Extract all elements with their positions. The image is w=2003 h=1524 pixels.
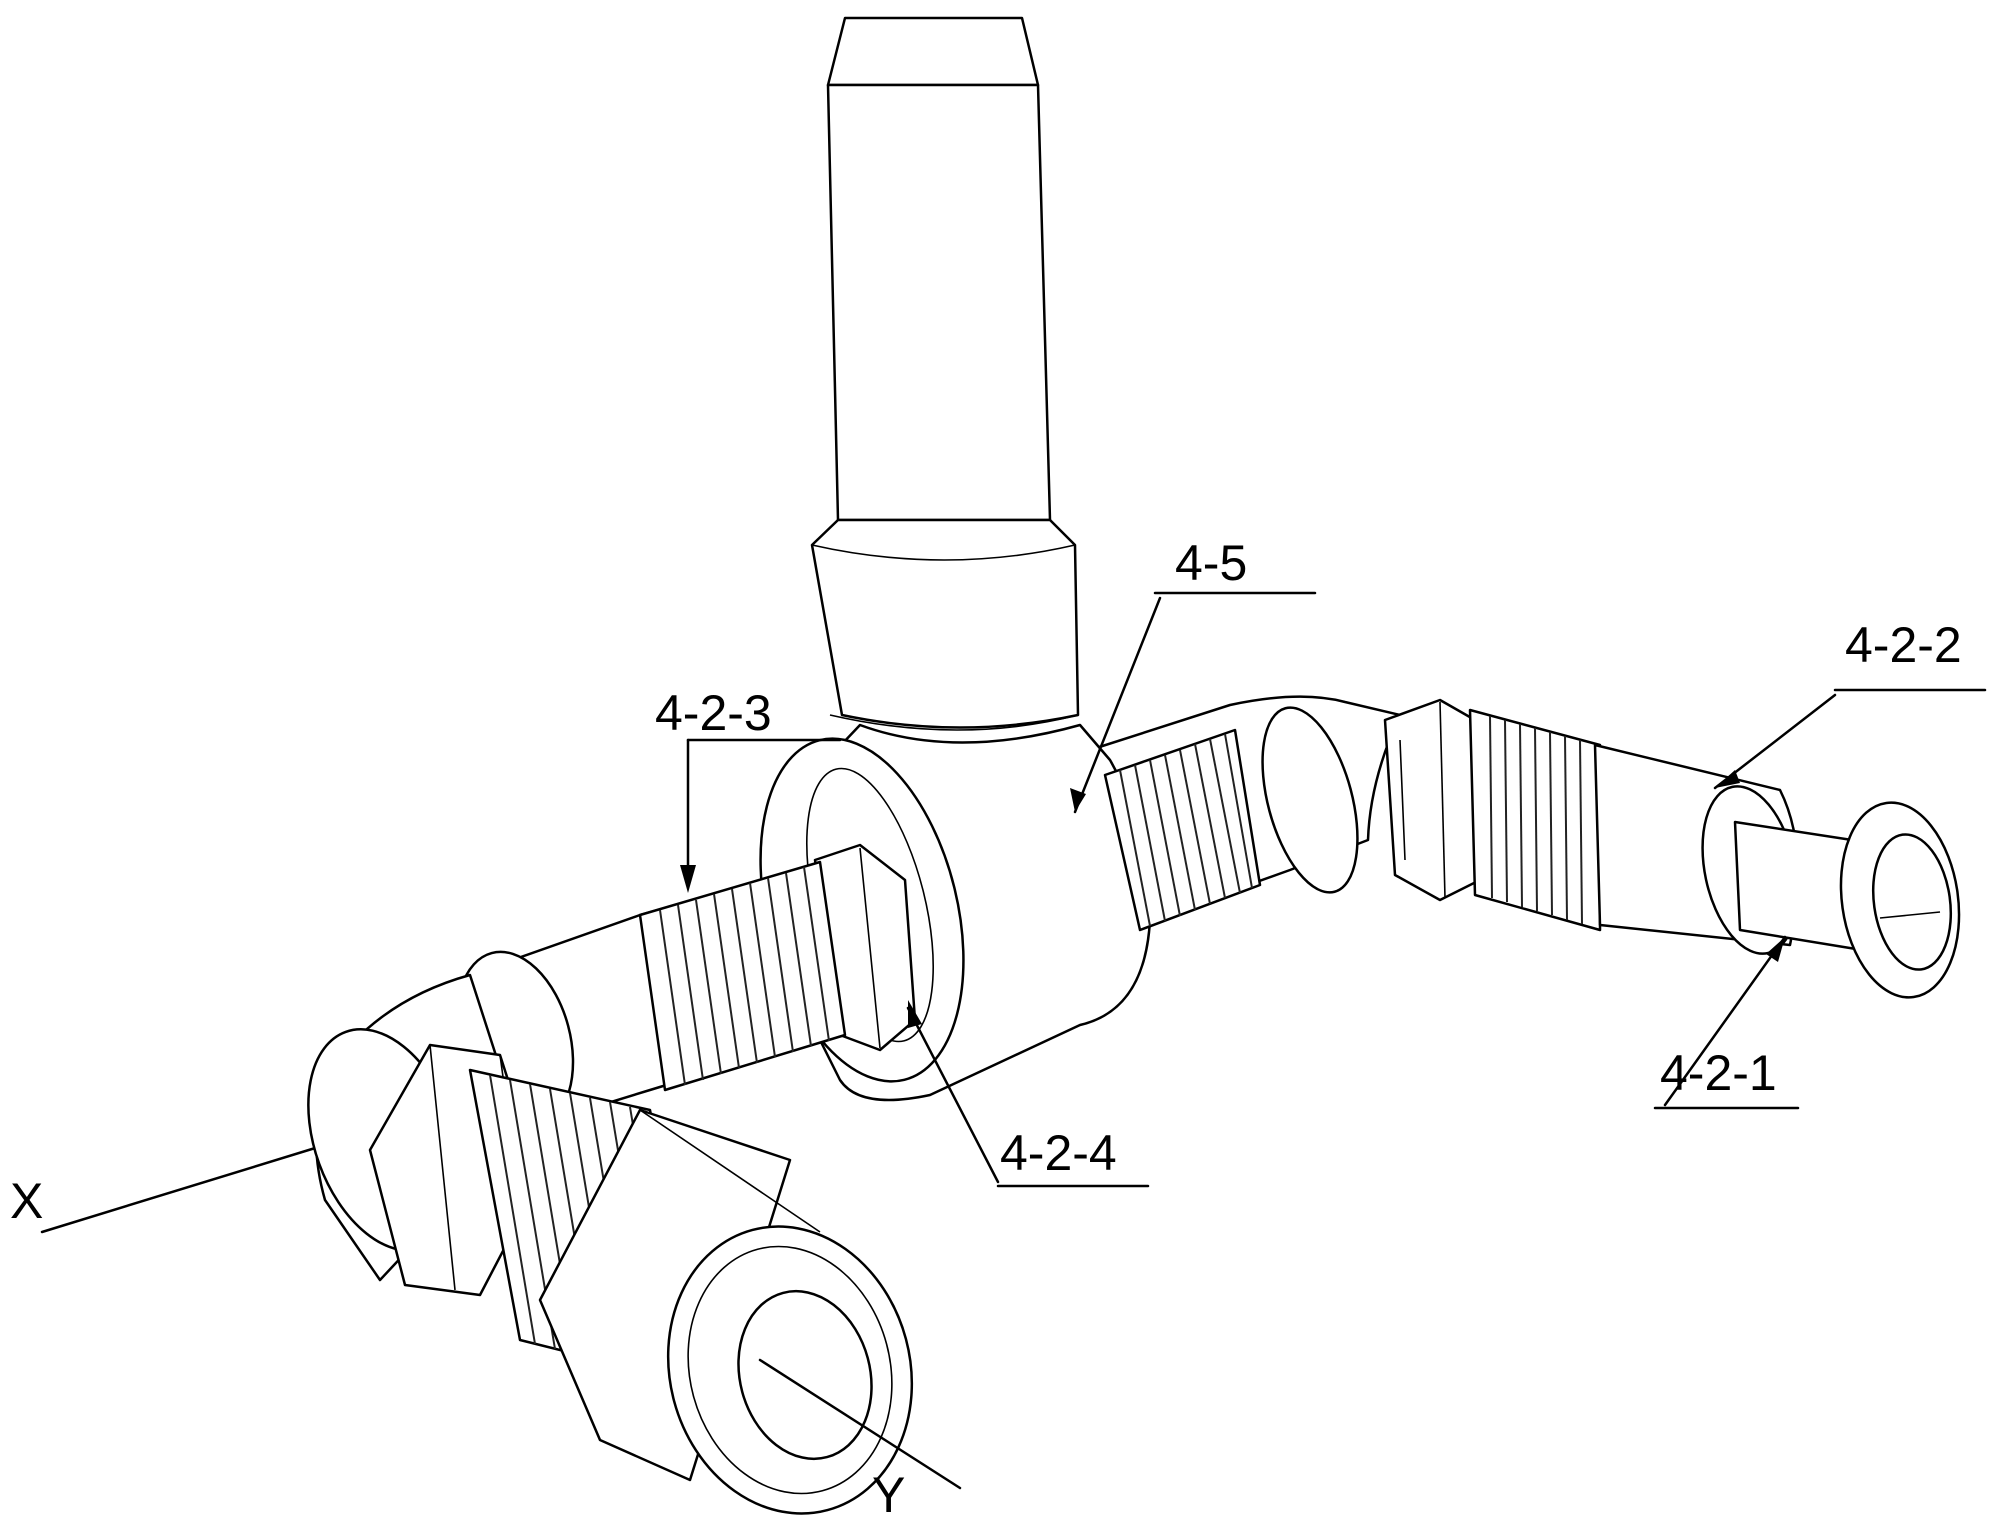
label-4-2-1: 4-2-1 bbox=[1660, 1045, 1777, 1101]
right-thread bbox=[1489, 715, 1583, 925]
label-4-2-2: 4-2-2 bbox=[1845, 617, 1962, 673]
vertical-stem bbox=[810, 16, 1080, 781]
label-4-5: 4-5 bbox=[1175, 535, 1247, 591]
center-right-thread bbox=[1103, 728, 1262, 932]
label-axis-y: Y bbox=[872, 1467, 905, 1519]
label-4-2-4: 4-2-4 bbox=[1000, 1125, 1117, 1181]
front-fitting bbox=[368, 1043, 914, 1515]
left-arm bbox=[455, 843, 917, 1132]
label-4-2-3: 4-2-3 bbox=[655, 685, 772, 741]
label-axis-x: X bbox=[10, 1173, 43, 1229]
y-axis-line bbox=[758, 1358, 962, 1490]
leader-lines bbox=[680, 591, 1987, 1188]
x-axis-line bbox=[40, 1143, 327, 1234]
